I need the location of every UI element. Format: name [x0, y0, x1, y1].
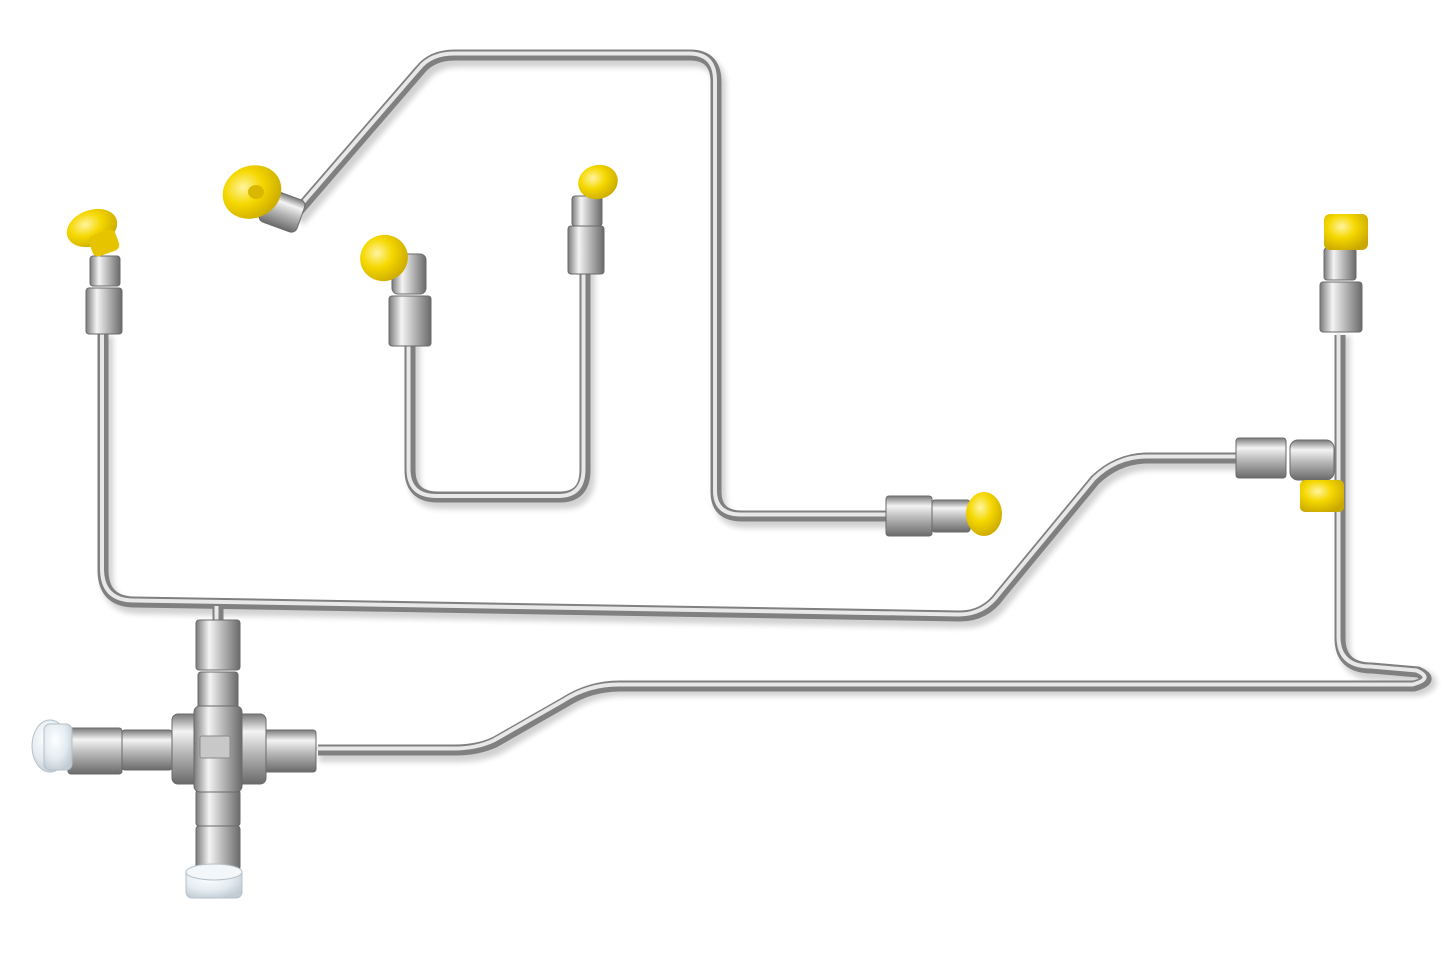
yellow-cap-top-left	[222, 165, 282, 219]
yellow-cap-top-loop-end	[966, 492, 1002, 536]
fitting-top-loop-end	[885, 495, 971, 537]
yellow-cap-right-top	[1324, 214, 1368, 250]
tube-right-long	[316, 333, 1432, 756]
clear-cap-left	[31, 719, 73, 773]
tube-shadows	[101, 55, 1437, 762]
fitting-left-top	[85, 255, 123, 335]
tube-u-bend	[404, 264, 591, 503]
yellow-cap-middle	[360, 234, 408, 282]
yellow-cap-left	[66, 208, 120, 257]
tube-top-loop	[287, 49, 890, 522]
fitting-right-elbow	[1235, 437, 1335, 481]
cross-fitting	[67, 619, 317, 871]
fitting-middle-right	[567, 195, 605, 275]
yellow-cap-middle-right	[578, 164, 618, 200]
clear-cap-bottom	[185, 863, 243, 899]
yellow-cap-right-elbow	[1300, 480, 1344, 512]
fitting-right-top	[1319, 247, 1363, 333]
tube-left-long	[97, 328, 1240, 622]
